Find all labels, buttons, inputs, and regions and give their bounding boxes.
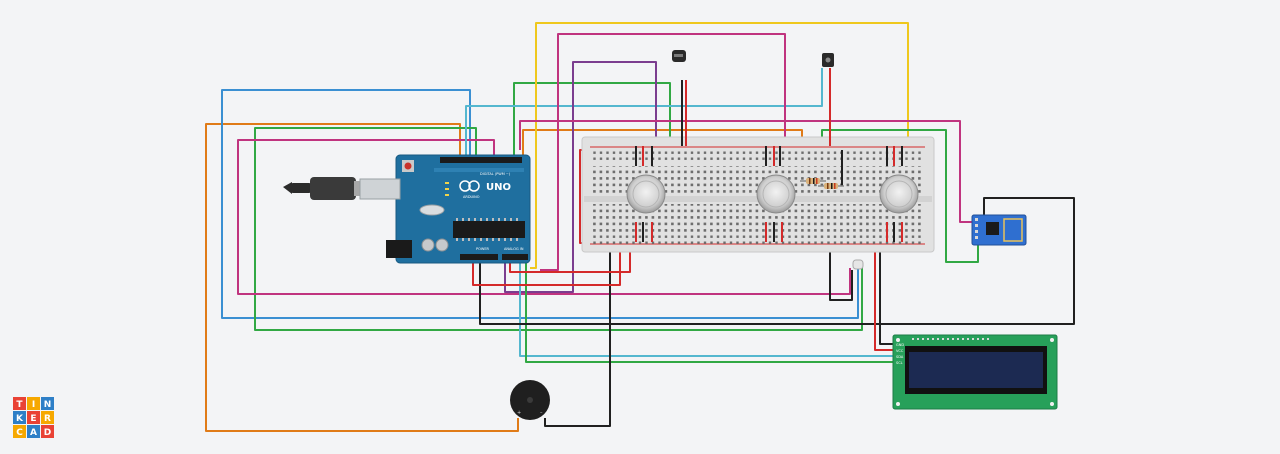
wire-cyan-upper[interactable] bbox=[465, 68, 823, 160]
wire-red-lcd[interactable] bbox=[874, 236, 893, 351]
logo-letter-k: K bbox=[16, 414, 24, 424]
gas-sensor-2[interactable] bbox=[756, 174, 796, 214]
resistor-2[interactable] bbox=[818, 183, 844, 189]
wire-magenta-top[interactable] bbox=[540, 33, 786, 271]
wire-magenta-esp[interactable] bbox=[519, 120, 972, 223]
esp8266-module[interactable] bbox=[971, 214, 1027, 246]
wires bbox=[205, 22, 1075, 432]
arduino-power-label: POWER bbox=[476, 247, 490, 251]
lcd-display[interactable]: GND VCC SDA SCL bbox=[892, 334, 1058, 410]
wire-red-lower2[interactable] bbox=[509, 236, 631, 273]
breadboard-jumpers bbox=[635, 68, 903, 242]
arduino-brand-label: ARDUINO bbox=[463, 195, 480, 199]
wire-red-lower[interactable] bbox=[472, 236, 621, 286]
logo-letter-i: I bbox=[32, 400, 35, 410]
logo-letter-e: E bbox=[30, 414, 36, 424]
gas-sensor-3[interactable] bbox=[879, 174, 919, 214]
wire-black-lcd[interactable] bbox=[879, 236, 893, 345]
resistor-1[interactable] bbox=[800, 178, 826, 184]
wire-cyan-lower[interactable] bbox=[519, 262, 893, 357]
wire-black-buzzer[interactable] bbox=[544, 236, 611, 427]
logo-letter-c: C bbox=[16, 428, 23, 438]
logo-letter-t: T bbox=[16, 400, 23, 410]
ir-sensor[interactable] bbox=[822, 53, 834, 67]
logo-letter-d: D bbox=[44, 428, 51, 438]
arduino-model-label: UNO bbox=[486, 182, 511, 193]
wire-black-led[interactable] bbox=[829, 236, 853, 301]
wire-yellow-top[interactable] bbox=[530, 22, 909, 269]
logo-letter-n: N bbox=[44, 400, 52, 410]
wire-black-esp[interactable] bbox=[479, 197, 1075, 325]
svg-text:–: – bbox=[540, 410, 543, 416]
lcd-pin-gnd: GND bbox=[896, 343, 904, 347]
lcd-pin-vcc: VCC bbox=[896, 349, 904, 353]
wire-blue[interactable] bbox=[221, 89, 859, 319]
gas-sensor-1[interactable] bbox=[626, 174, 666, 214]
wire-orange-buzzer[interactable] bbox=[205, 123, 519, 432]
lcd-pin-scl: SCL bbox=[896, 361, 903, 365]
svg-text:+: + bbox=[517, 410, 521, 416]
arduino-digital-label: DIGITAL (PWM ~) bbox=[480, 172, 511, 176]
usb-cable[interactable] bbox=[283, 177, 362, 200]
tinkercad-logo: T I N K E R C A D bbox=[13, 397, 54, 438]
arduino-analog-label: ANALOG IN bbox=[504, 247, 524, 251]
wire-purple[interactable] bbox=[504, 61, 657, 293]
temperature-sensor[interactable] bbox=[672, 50, 686, 62]
lcd-pin-sda: SDA bbox=[896, 355, 904, 359]
wire-green-outer[interactable] bbox=[254, 127, 863, 331]
wire-green-sensor1[interactable] bbox=[513, 82, 671, 160]
piezo-buzzer[interactable]: + – bbox=[510, 380, 550, 420]
logo-letter-r: R bbox=[44, 414, 51, 424]
wire-magenta-outer[interactable] bbox=[237, 139, 851, 295]
wire-green-esp[interactable] bbox=[821, 129, 979, 263]
wire-green-lower[interactable] bbox=[525, 262, 893, 363]
rgb-led[interactable] bbox=[852, 259, 864, 270]
arduino-uno[interactable]: UNO ARDUINO DIGITAL (PWM ~) POWER ANALOG… bbox=[283, 154, 531, 264]
logo-letter-a: A bbox=[30, 428, 37, 438]
